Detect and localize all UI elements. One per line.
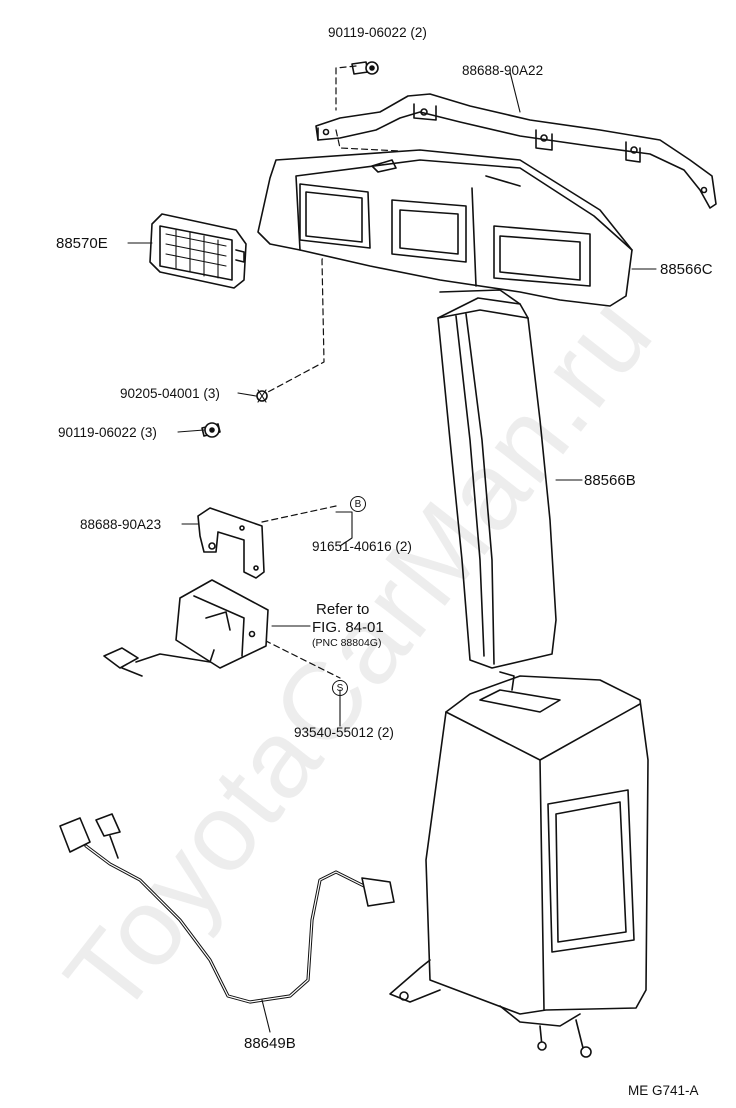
label-harness: 88649B xyxy=(244,1035,296,1052)
label-refer-to: Refer to xyxy=(316,601,370,618)
label-leaders xyxy=(127,71,657,1033)
label-housing: 88566C xyxy=(660,261,713,278)
label-bracket-small: 88688-90A23 xyxy=(80,517,162,532)
circle-s-mark: S xyxy=(332,680,348,696)
label-nut: 91651-40616 (2) xyxy=(312,539,412,554)
label-louver: 88570E xyxy=(56,235,108,252)
louver-part xyxy=(149,213,247,289)
label-screw-mid: 90119-06022 (3) xyxy=(58,425,157,440)
circle-b-mark: B xyxy=(350,496,366,512)
label-clip: 90205-04001 (3) xyxy=(120,386,220,401)
diagram-code: ME G741-A xyxy=(628,1083,699,1098)
label-pnc-ref: (PNC 88804G) xyxy=(312,637,382,649)
label-duct: 88566B xyxy=(584,472,636,489)
bracket-small-part xyxy=(197,507,265,579)
label-fig-ref: FIG. 84-01 xyxy=(312,619,384,636)
console-base-part xyxy=(389,671,649,1058)
screw-mid-part xyxy=(201,422,221,438)
bracket-top-part xyxy=(315,93,717,209)
harness-part xyxy=(59,813,395,1004)
clip-part xyxy=(256,389,268,403)
label-bolt: 93540-55012 (2) xyxy=(294,725,394,740)
label-screw-top: 90119-06022 (2) xyxy=(328,25,427,40)
duct-part xyxy=(437,289,557,669)
switch-unit-part xyxy=(103,579,269,677)
label-bracket-top: 88688-90A22 xyxy=(462,63,544,78)
housing-upper-part xyxy=(257,149,633,307)
screw-top-part xyxy=(351,61,379,75)
